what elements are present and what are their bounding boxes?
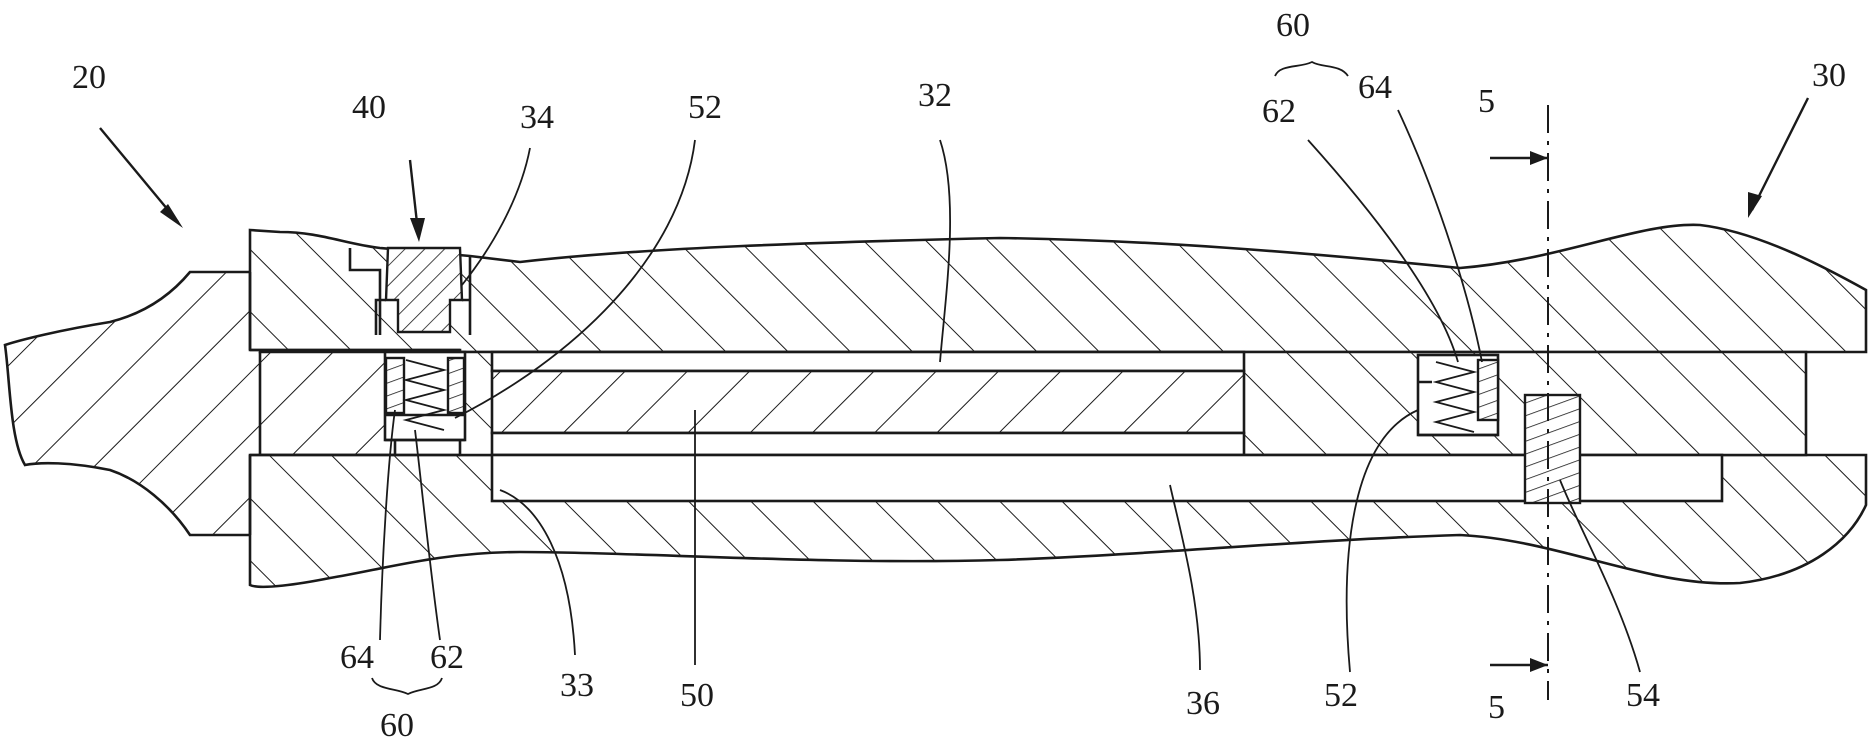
right-pin-64 xyxy=(1478,360,1498,420)
label-33: 33 xyxy=(560,667,594,704)
arrow-30 xyxy=(1752,98,1808,210)
label-5-bottom: 5 xyxy=(1488,689,1505,726)
label-40: 40 xyxy=(352,89,386,126)
arrowhead-30 xyxy=(1748,192,1762,218)
brace-60-top xyxy=(1275,62,1348,76)
label-64-top: 64 xyxy=(1358,69,1392,106)
stop-54 xyxy=(1525,395,1580,503)
button-40 xyxy=(386,248,462,332)
label-52-bottom: 52 xyxy=(1324,677,1358,714)
label-34: 34 xyxy=(520,99,554,136)
label-32: 32 xyxy=(918,77,952,114)
left-pin-64 xyxy=(386,358,404,413)
arrowhead-20 xyxy=(160,204,183,228)
label-62-top: 62 xyxy=(1262,93,1296,130)
label-50: 50 xyxy=(680,677,714,714)
arrowhead-40 xyxy=(410,218,425,242)
handle-upper-body xyxy=(250,225,1866,352)
slot-lower xyxy=(492,433,1244,455)
label-62-bottom: 62 xyxy=(430,639,464,676)
left-pin-64-right xyxy=(448,358,464,413)
section-arrowhead-top xyxy=(1530,151,1548,165)
label-36: 36 xyxy=(1186,685,1220,722)
label-52-top: 52 xyxy=(688,89,722,126)
label-30: 30 xyxy=(1812,57,1846,94)
brace-60-bottom xyxy=(372,678,442,694)
label-64-bottom: 64 xyxy=(340,639,374,676)
label-60-top: 60 xyxy=(1276,7,1310,44)
label-54: 54 xyxy=(1626,677,1660,714)
label-60-bottom: 60 xyxy=(380,707,414,742)
label-5-top: 5 xyxy=(1478,83,1495,120)
section-arrowhead-bottom xyxy=(1530,658,1548,672)
slot-32 xyxy=(492,352,1244,371)
label-20: 20 xyxy=(72,59,106,96)
bar-50 xyxy=(492,371,1244,433)
